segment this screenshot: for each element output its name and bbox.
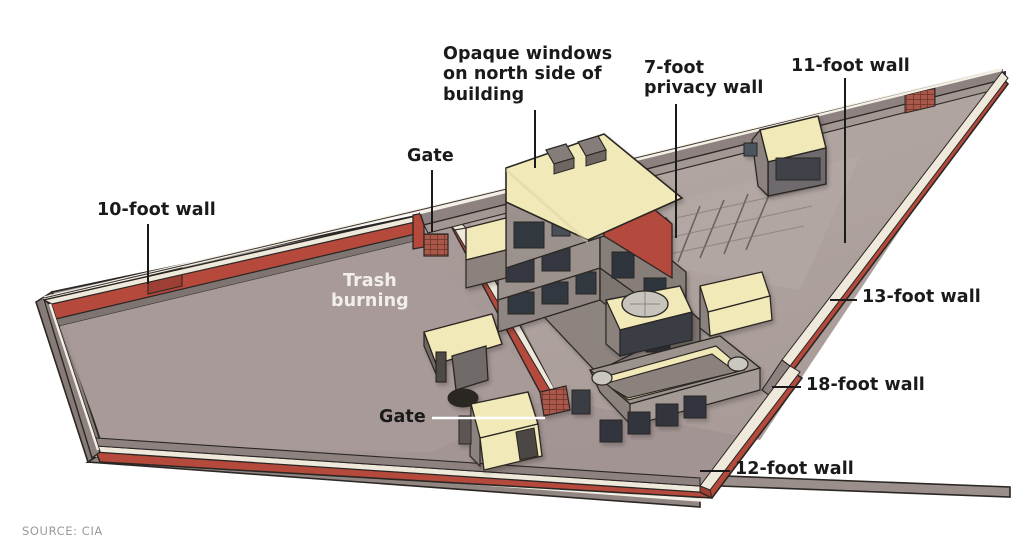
label-thirteen-foot-wall: 13-foot wall (862, 287, 981, 307)
source-credit: SOURCE: CIA (22, 524, 103, 538)
label-gate-north: Gate (407, 146, 454, 166)
outbuilding-se (588, 335, 762, 443)
label-trash-burning: Trash burning (331, 271, 409, 312)
south-gate-structures (458, 385, 591, 471)
water-tank (604, 285, 693, 358)
label-twelve-foot-wall: 12-foot wall (735, 459, 854, 479)
se-outbuilding-windows (599, 395, 707, 443)
label-eleven-foot-wall: 11-foot wall (791, 56, 910, 76)
west-yard-shed (423, 313, 503, 408)
north-garden-plot (640, 156, 860, 290)
west-yard (60, 240, 548, 452)
label-eighteen-foot-wall: 18-foot wall (806, 375, 925, 395)
label-leader-lines (147, 78, 857, 472)
label-ten-foot-wall: 10-foot wall (97, 200, 216, 220)
label-seven-foot-privacy-wall: 7-foot privacy wall (644, 58, 764, 99)
label-opaque-windows: Opaque windows on north side of building (443, 44, 613, 105)
outbuilding-east-upper (699, 271, 773, 338)
wall-southwest-edge (42, 298, 101, 460)
outbuilding-ne (743, 115, 827, 198)
label-gate-south: Gate (379, 407, 426, 427)
wall-10-foot (42, 215, 426, 327)
